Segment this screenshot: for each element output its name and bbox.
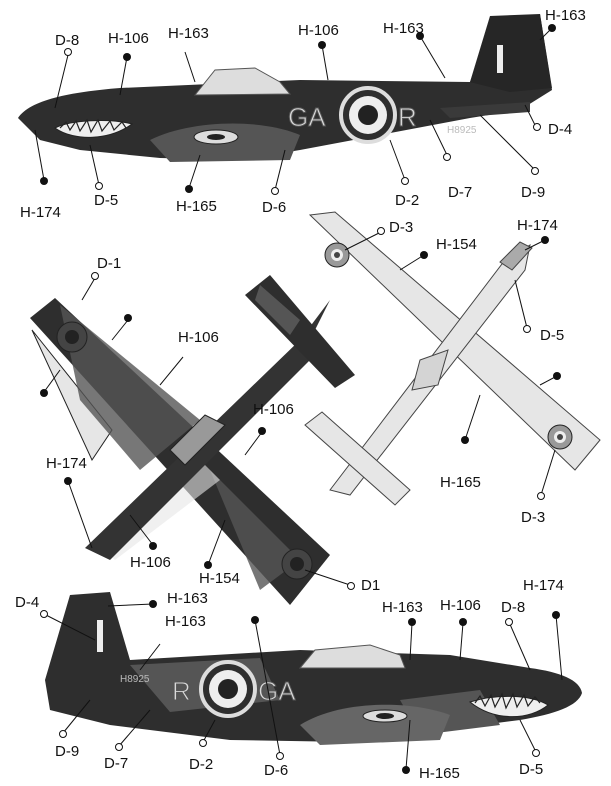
callout-h154: H-154 (199, 570, 240, 587)
callout-h154: H-154 (436, 236, 477, 253)
callout-h174: H-174 (517, 217, 558, 234)
starboard-canopy (298, 644, 406, 669)
callout-d9: D-9 (55, 743, 79, 760)
callout-d3: D-3 (389, 219, 413, 236)
lower-surface-view: D-3 H-174 H-154 D-5 H-165 D-3 (304, 211, 601, 526)
starboard-aircraft-letter: R (172, 676, 191, 706)
starboard-fin-bar (97, 620, 103, 652)
callout-h106: H-106 (253, 401, 294, 418)
callout-h163: H-163 (168, 25, 209, 42)
port-code-letters: GA (288, 102, 326, 132)
callout-d7: D-7 (448, 184, 472, 201)
port-serial: H8925 (447, 125, 477, 136)
callout-d2: D-2 (189, 756, 213, 773)
callout-h163: H-163 (545, 7, 586, 24)
fin-flash-bar (497, 45, 503, 73)
lower-tailplane (304, 411, 411, 506)
callout-d7: D-7 (104, 755, 128, 772)
starboard-profile-view: R GA H8925 D-4 H-163 H-163 H-163 H-106 D… (15, 577, 582, 782)
callout-d1: D1 (361, 577, 380, 594)
callout-h163: H-163 (167, 590, 208, 607)
callout-h165: H-165 (176, 198, 217, 215)
callout-h165: H-165 (440, 474, 481, 491)
port-profile-view: GA R H8925 D-8 H-106 H-163 H-106 H-163 H… (18, 7, 586, 221)
callout-d8: D-8 (501, 599, 525, 616)
callout-d9: D-9 (521, 184, 545, 201)
starboard-shark-mouth (468, 695, 549, 718)
callout-h106: H-106 (130, 554, 171, 571)
callout-d4: D-4 (548, 121, 572, 138)
callout-h163: H-163 (382, 599, 423, 616)
callout-d5: D-5 (94, 192, 118, 209)
callout-d6: D-6 (262, 199, 286, 216)
callout-h163: H-163 (383, 20, 424, 37)
callout-h165: H-165 (419, 765, 460, 782)
port-canopy (193, 67, 292, 96)
callout-h106: H-106 (298, 22, 339, 39)
callout-h174: H-174 (523, 577, 564, 594)
starboard-wing (300, 704, 450, 745)
port-fuselage (18, 14, 552, 160)
port-aircraft-letter: R (398, 102, 417, 132)
starboard-serial: H8925 (120, 674, 150, 685)
callout-h106: H-106 (178, 329, 219, 346)
callout-h106: H-106 (440, 597, 481, 614)
callout-d8: D-8 (55, 32, 79, 49)
callout-d1: D-1 (97, 255, 121, 272)
starboard-code-letters: GA (258, 676, 296, 706)
callout-d4: D-4 (15, 594, 39, 611)
callout-h174: H-174 (46, 455, 87, 472)
port-fin (470, 14, 552, 92)
callout-d3: D-3 (521, 509, 545, 526)
callout-d2: D-2 (395, 192, 419, 209)
upper-surface-view: D-1 H-106 H-106 H-174 H-106 H-154 D1 (30, 255, 380, 605)
callout-h163: H-163 (165, 613, 206, 630)
callout-d5: D-5 (519, 761, 543, 778)
callout-h106: H-106 (108, 30, 149, 47)
callout-h174: H-174 (20, 204, 61, 221)
callout-d6: D-6 (264, 762, 288, 779)
callout-d5: D-5 (540, 327, 564, 344)
